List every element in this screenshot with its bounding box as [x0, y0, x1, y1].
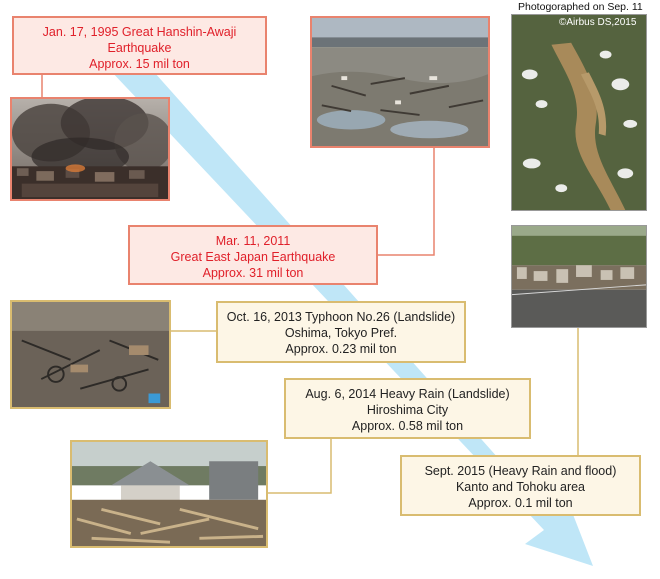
- event-line: Oshima, Tokyo Pref.: [284, 326, 398, 340]
- connector-hiroshima: [268, 439, 332, 494]
- event-line: Jan. 17, 1995 Great Hanshin-Awaji: [42, 25, 237, 39]
- event-line: Mar. 11, 2011: [215, 234, 291, 248]
- satellite-credit: ©Airbus DS,2015: [559, 17, 637, 28]
- event-line: Kanto and Tohoku area: [455, 480, 586, 494]
- event-line: Approx. 31 mil ton: [202, 266, 304, 280]
- photo-east-japan-debris: [310, 16, 490, 148]
- event-box-east-japan: Mar. 11, 2011 Great East Japan Earthquak…: [128, 225, 378, 285]
- event-line: Approx. 0.23 mil ton: [285, 342, 397, 356]
- event-box-hanshin: Jan. 17, 1995 Great Hanshin-Awaji Earthq…: [12, 16, 267, 75]
- event-line: Great East Japan Earthquake: [170, 250, 336, 264]
- photo-hiroshima-landslide: [70, 440, 268, 548]
- event-line: Aug. 6, 2014 Heavy Rain (Landslide): [305, 387, 510, 401]
- event-box-hiroshima: Aug. 6, 2014 Heavy Rain (Landslide) Hiro…: [284, 378, 531, 439]
- photo-oshima-debris: [10, 300, 171, 409]
- satellite-caption: Photogoraphed on Sep. 11: [518, 1, 643, 13]
- photo-satellite: [511, 14, 647, 211]
- event-line: Approx. 0.58 mil ton: [351, 419, 464, 433]
- photo-kanto-debris: [511, 225, 647, 328]
- photo-hanshin-fire: [10, 97, 170, 201]
- event-line: Earthquake: [107, 41, 172, 55]
- connector-east-japan: [378, 148, 435, 256]
- event-box-kanto-tohoku: Sept. 2015 (Heavy Rain and flood) Kanto …: [400, 455, 641, 516]
- event-line: Oct. 16, 2013 Typhoon No.26 (Landslide): [226, 310, 456, 324]
- event-line: Sept. 2015 (Heavy Rain and flood): [424, 464, 617, 478]
- event-box-oshima: Oct. 16, 2013 Typhoon No.26 (Landslide) …: [216, 301, 466, 363]
- event-line: Approx. 0.1 mil ton: [468, 496, 573, 510]
- event-line: Approx. 15 mil ton: [89, 57, 190, 71]
- event-line: Hiroshima City: [366, 403, 449, 417]
